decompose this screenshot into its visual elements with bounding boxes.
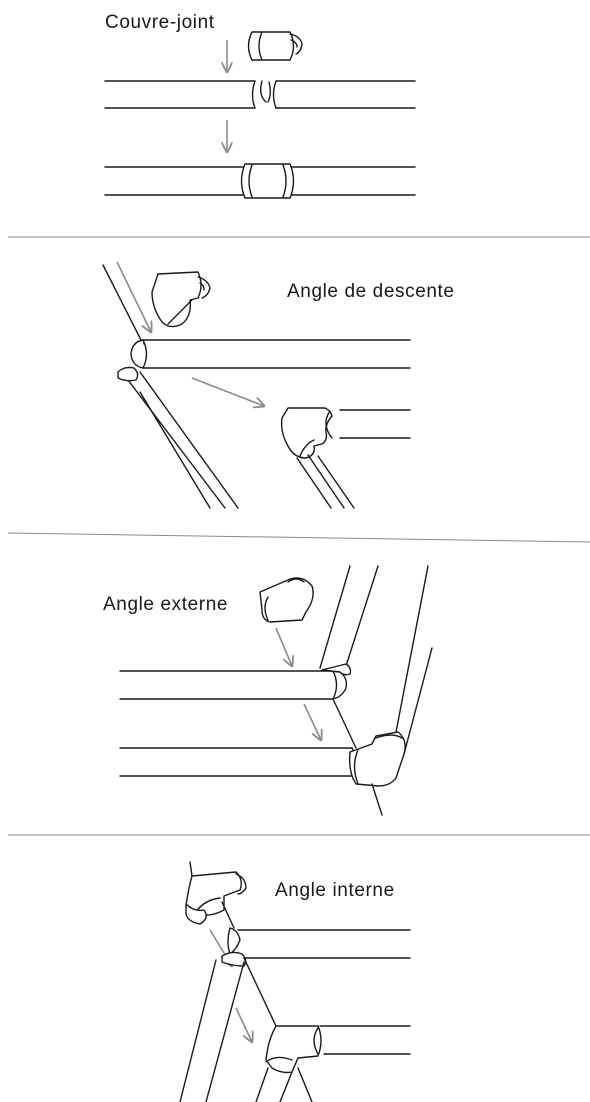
trunking-split	[104, 80, 416, 109]
trunking-top	[119, 663, 352, 700]
panel-angle-descente: Angle de descente	[102, 261, 455, 509]
installed-internal-corner	[255, 1025, 411, 1102]
internal-trunking-top	[221, 901, 411, 959]
external-corner-piece	[259, 577, 314, 623]
separator-2	[7, 532, 590, 543]
internal-riser	[179, 951, 277, 1102]
panel-couvre-joint: Couvre-joint	[104, 12, 416, 199]
arrow-5	[275, 627, 292, 666]
horizontal-trunking	[117, 339, 411, 382]
joint-cover-piece	[247, 31, 303, 61]
arrow-6	[303, 703, 321, 740]
label-angle-interne: Angle interne	[275, 880, 395, 901]
arrow-8	[235, 1007, 252, 1042]
panel-angle-interne: Angle interne	[179, 861, 411, 1102]
label-angle-externe: Angle externe	[103, 594, 228, 615]
arrow-3	[116, 261, 151, 332]
internal-corner-piece	[185, 861, 247, 925]
panel-angle-externe: Angle externe	[103, 565, 433, 816]
drop-corner-piece	[151, 271, 211, 328]
trunking-bottom	[119, 698, 357, 777]
label-couvre-joint: Couvre-joint	[105, 12, 215, 33]
arrow-4	[191, 377, 264, 406]
trunking-joined	[104, 163, 416, 199]
label-angle-descente: Angle de descente	[287, 281, 455, 302]
installed-external-corner	[348, 647, 433, 816]
upper-riser	[319, 565, 429, 733]
installed-drop-corner	[280, 407, 411, 509]
drop-trunking	[102, 264, 239, 509]
